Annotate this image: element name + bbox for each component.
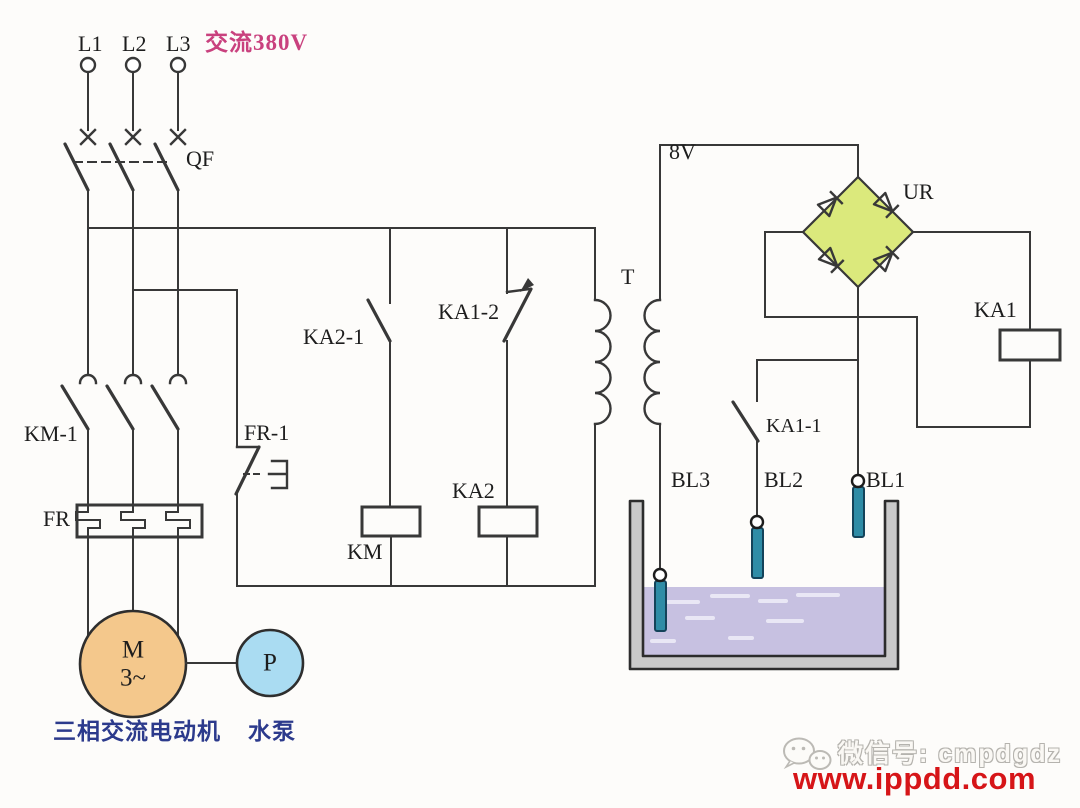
diode-bottom-left xyxy=(817,246,845,274)
pump-caption: 水泵 xyxy=(248,718,296,744)
diode-top-right xyxy=(872,191,900,219)
fr-thermal-relay-symbol xyxy=(75,503,204,539)
label-phase-l2: L2 xyxy=(122,31,147,56)
km1-main-contacts-symbol xyxy=(60,373,188,506)
supply-terminals xyxy=(79,56,187,131)
label-ka2-coil: KA2 xyxy=(452,478,495,503)
label-qf: QF xyxy=(186,146,215,171)
wechat-bubbles-icon xyxy=(783,737,832,770)
motor-leads xyxy=(87,536,179,638)
tank-walls xyxy=(628,499,900,671)
qf-breaker-symbol xyxy=(63,128,187,192)
primary-winding xyxy=(593,298,612,426)
label-phase-l3: L3 xyxy=(166,31,191,56)
label-fr: FR xyxy=(43,506,70,531)
electrode-bl3-symbol xyxy=(652,567,668,632)
website-url-text: www.ippdd.com xyxy=(793,761,1037,796)
pump-circle xyxy=(235,628,305,698)
bridge-rectifier-symbol xyxy=(801,175,915,289)
label-bl1: BL1 xyxy=(866,467,906,492)
fr1-contact-symbol xyxy=(234,289,289,587)
electrode-bl2-symbol xyxy=(749,514,765,579)
ka1-2-contact-symbol xyxy=(502,227,534,508)
thermal-trip-icon xyxy=(267,459,289,490)
pump-letter: P xyxy=(263,649,277,677)
motor-phase-mark: 3~ xyxy=(119,664,147,692)
label-ur: UR xyxy=(903,179,934,204)
label-ka2-1: KA2-1 xyxy=(303,324,365,349)
secondary-winding xyxy=(643,298,662,426)
ka1-coil-symbol xyxy=(998,328,1062,362)
label-bl2: BL2 xyxy=(764,467,804,492)
label-km-1: KM-1 xyxy=(24,421,78,446)
label-ka1-1: KA1-1 xyxy=(766,415,822,437)
label-fr-1: FR-1 xyxy=(244,420,290,445)
ka1-1-contact-symbol xyxy=(731,359,859,517)
control-buses xyxy=(87,227,596,587)
wechat-id-text: 微信号: cmpdgdz xyxy=(838,740,1062,768)
water-tank xyxy=(628,499,900,671)
label-8v: 8V xyxy=(669,139,696,164)
phase-wires xyxy=(87,189,179,375)
ka2-coil-symbol xyxy=(477,505,539,538)
km-coil-symbol xyxy=(360,505,422,538)
motor-caption: 三相交流电动机 xyxy=(53,718,221,744)
water-streaks xyxy=(650,593,840,643)
label-phase-l1: L1 xyxy=(78,31,103,56)
ka2-1-contact-symbol xyxy=(366,227,392,508)
label-bl3: BL3 xyxy=(671,467,711,492)
ka1-coil-loop xyxy=(764,231,1031,428)
diode-top-left xyxy=(816,190,844,218)
water xyxy=(643,587,885,656)
label-km-coil: KM xyxy=(347,539,383,564)
label-supply-voltage: 交流380V xyxy=(205,30,309,55)
breaker-x-contacts xyxy=(79,128,187,146)
motor-letter: M xyxy=(121,636,145,664)
transformer-symbol xyxy=(593,144,662,587)
label-transformer: T xyxy=(621,264,635,289)
label-ka1-2: KA1-2 xyxy=(438,299,500,324)
secondary-top-wire xyxy=(659,144,859,178)
diode-bottom-right xyxy=(872,245,900,273)
label-ka1-coil: KA1 xyxy=(974,297,1017,322)
electrode-bl1-symbol xyxy=(850,473,866,538)
